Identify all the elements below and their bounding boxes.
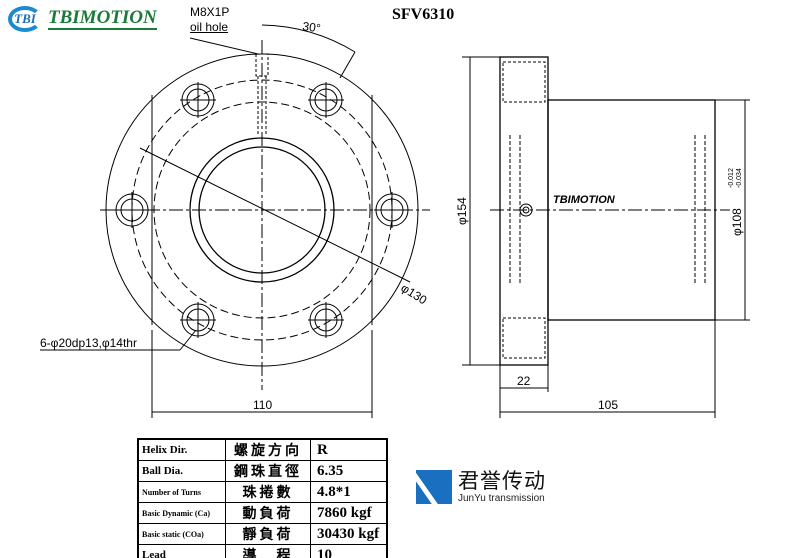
flange-thickness-label: 22 [517,374,531,388]
spec-value: 30430 kgf [310,523,388,545]
spec-en: Number of Turns [137,481,226,503]
tbi-logo: TBI TBIMOTION [8,6,157,32]
spec-zh: 螺旋方向 [225,438,311,461]
spec-en: Basic Dynamic (Ca) [137,502,226,524]
side-logo: TBIMOTION [553,194,616,206]
junyu-name-en: JunYu transmission [458,492,545,504]
flat-width-label: 110 [253,398,272,412]
spec-en: Ball Dia. [137,460,226,482]
spec-value: 6.35 [310,460,388,482]
oil-hole-note: M8X1P oil hole [190,5,229,35]
spec-value: 7860 kgf [310,502,388,524]
spec-en: Helix Dir. [137,438,226,461]
spec-zh: 動負荷 [225,502,311,524]
front-view [40,24,430,418]
body-dia-label: φ108 [730,208,744,236]
spec-value: R [310,438,388,461]
oil-hole-thread: M8X1P [190,5,230,19]
oil-hole-label: oil hole [190,20,229,34]
spec-zh: 珠捲數 [225,481,311,503]
body-tol-lower: -0.034 [736,168,743,188]
spec-zh: 鋼珠直徑 [225,460,311,482]
length-label: 105 [598,398,618,412]
tbi-logo-mark: TBI [8,6,42,32]
holes-label: 6-φ20dp13,φ14thr [40,336,137,350]
spec-value: 10 [310,544,388,558]
spec-value: 4.8*1 [310,481,388,503]
junyu-logo-mark [416,470,452,504]
spec-zh: 靜負荷 [225,523,311,545]
bolt-circle-label: φ130 [398,281,429,308]
junyu-logo: 君誉传动 JunYu transmission [416,470,546,504]
junyu-name-cn: 君誉传动 [458,469,546,493]
body-tol-upper: -0.012 [728,168,735,188]
spec-en: Basic static (COa) [137,523,226,545]
flange-side [499,56,549,366]
tbi-logo-text: TBIMOTION [48,7,157,30]
flange-dia-label: φ154 [455,197,469,225]
spec-en: Lead [137,544,226,558]
angle-label: 30° [302,19,322,35]
side-view [462,56,750,418]
spec-zh: 導 程 [225,544,311,558]
model-title: SFV6310 [392,6,455,23]
